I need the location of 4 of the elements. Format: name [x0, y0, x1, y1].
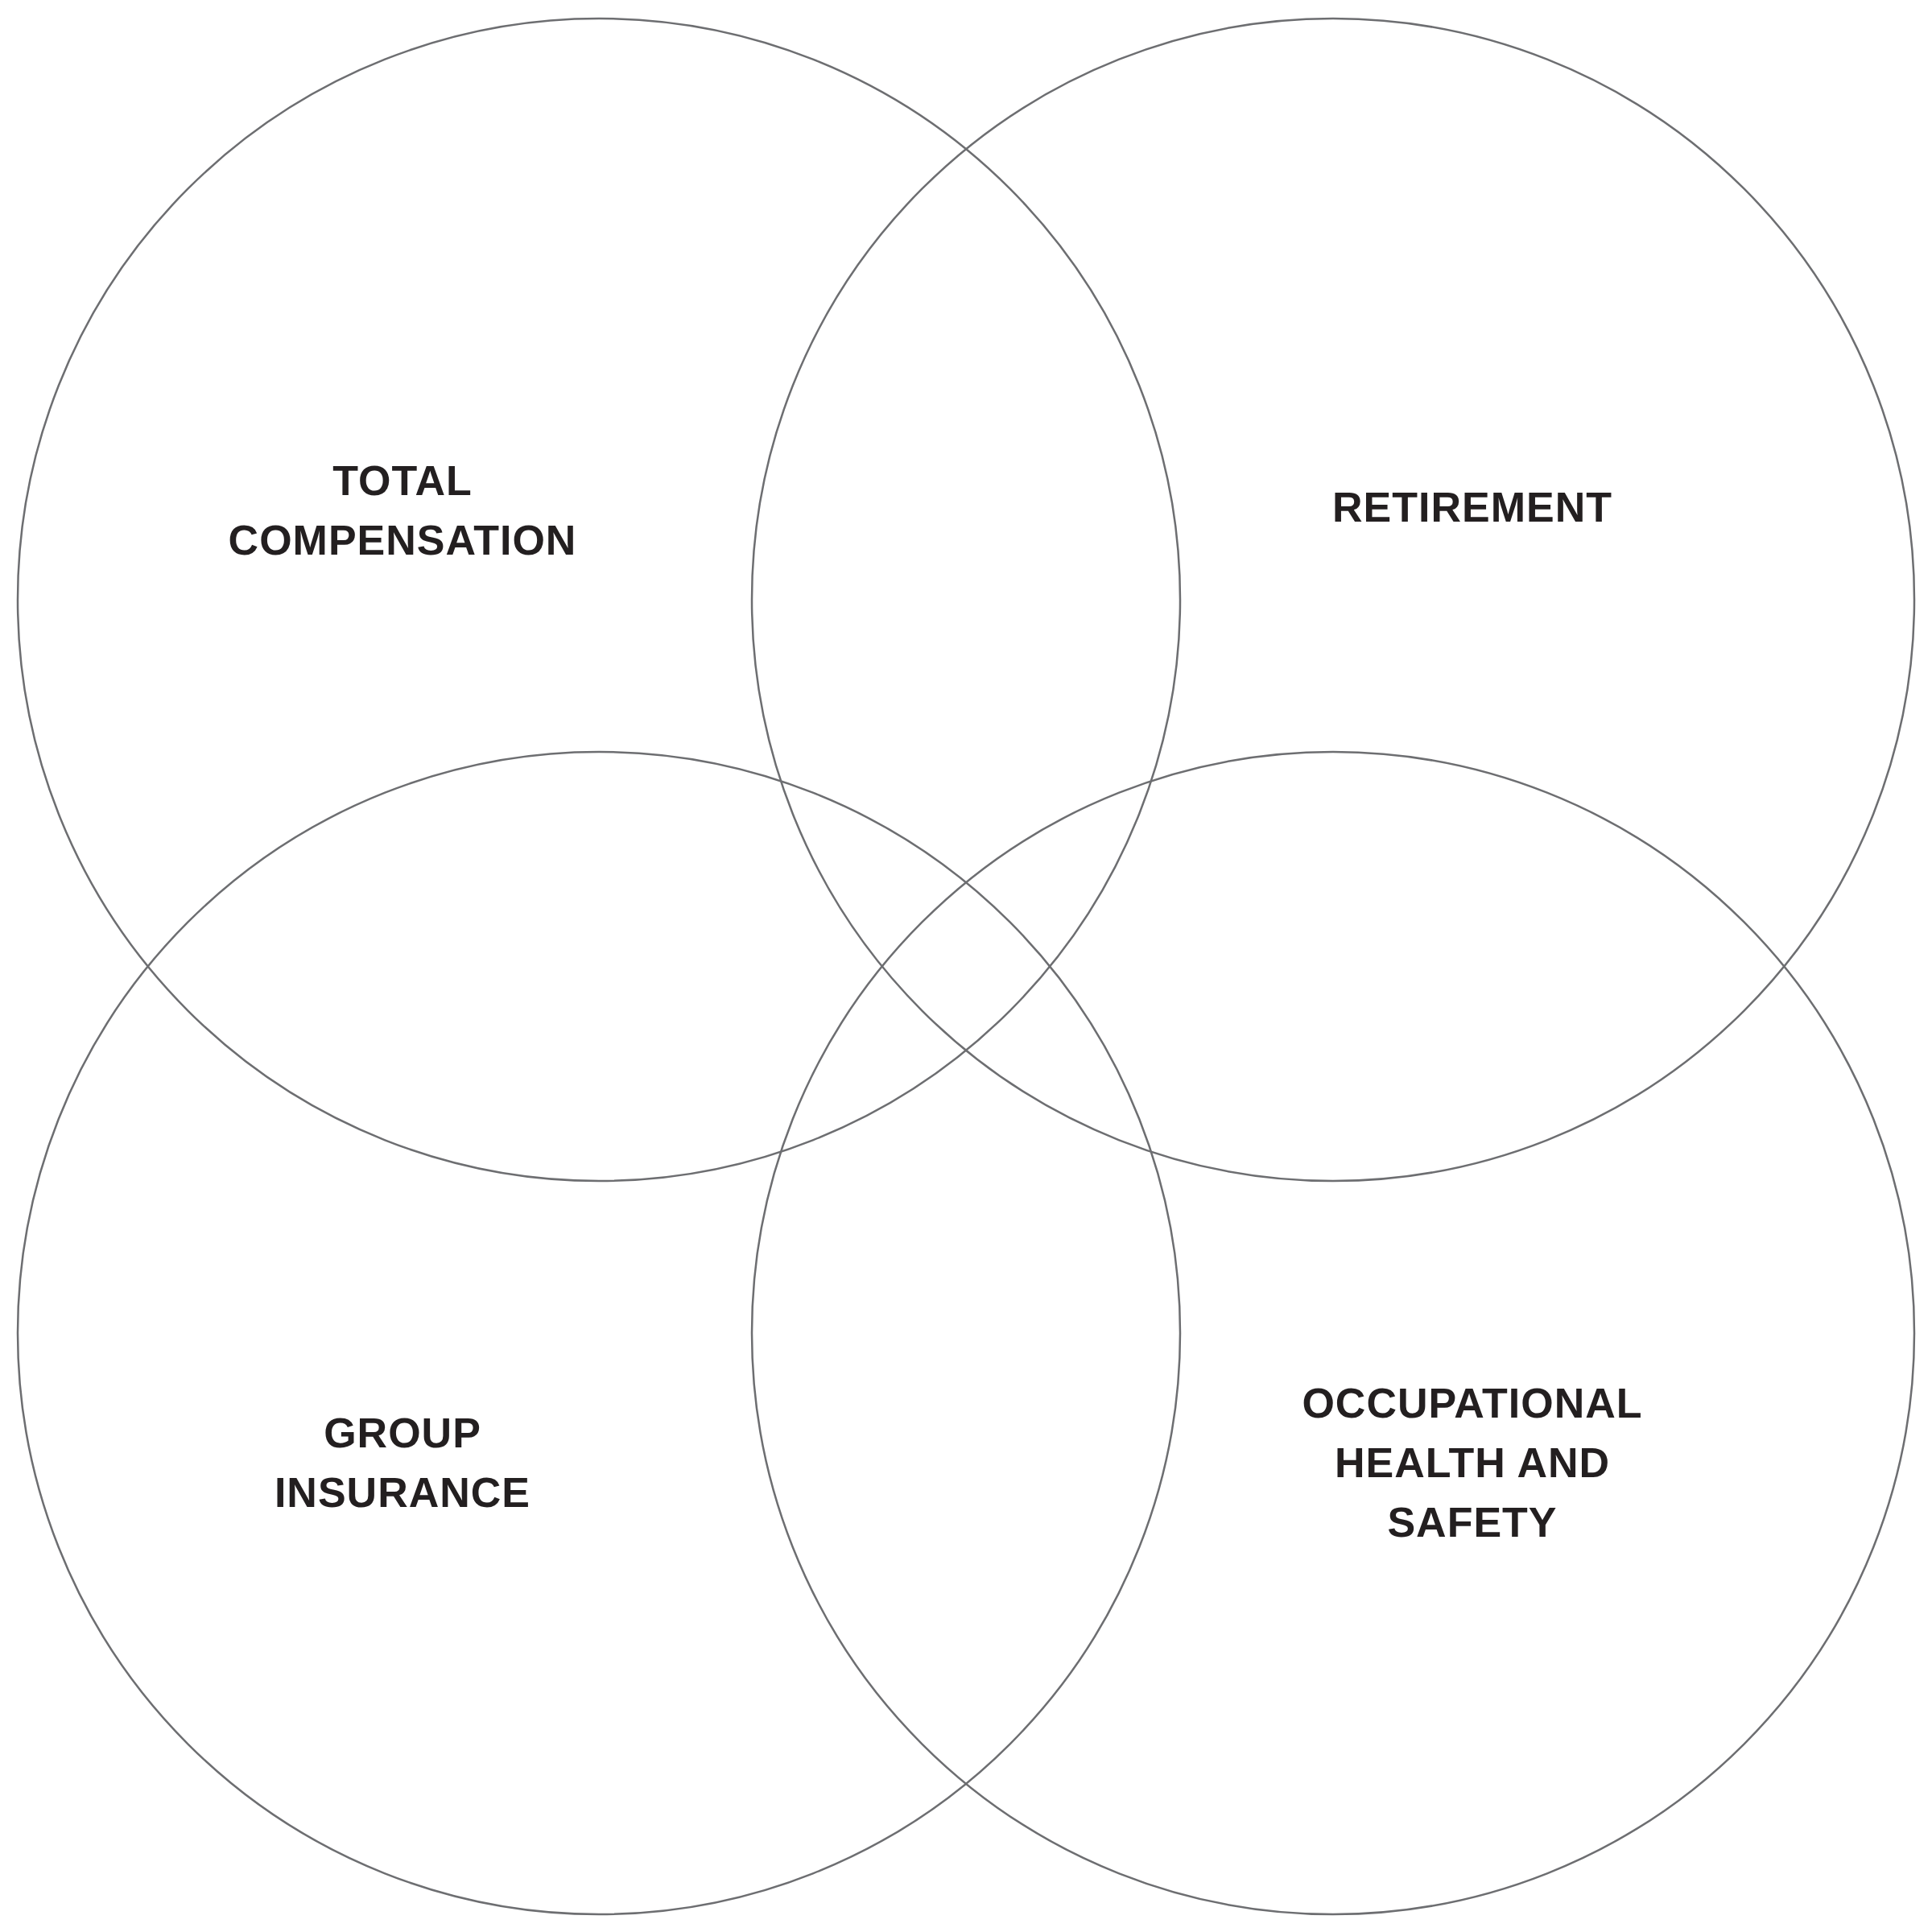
circle-label: GROUP INSURANCE	[273, 1409, 532, 1517]
circle-label: OCCUPATIONAL HEALTH AND SAFETY	[1301, 1379, 1644, 1547]
circle-label: TOTAL COMPENSATION	[227, 456, 578, 565]
circle-label: RETIREMENT	[1331, 483, 1613, 533]
